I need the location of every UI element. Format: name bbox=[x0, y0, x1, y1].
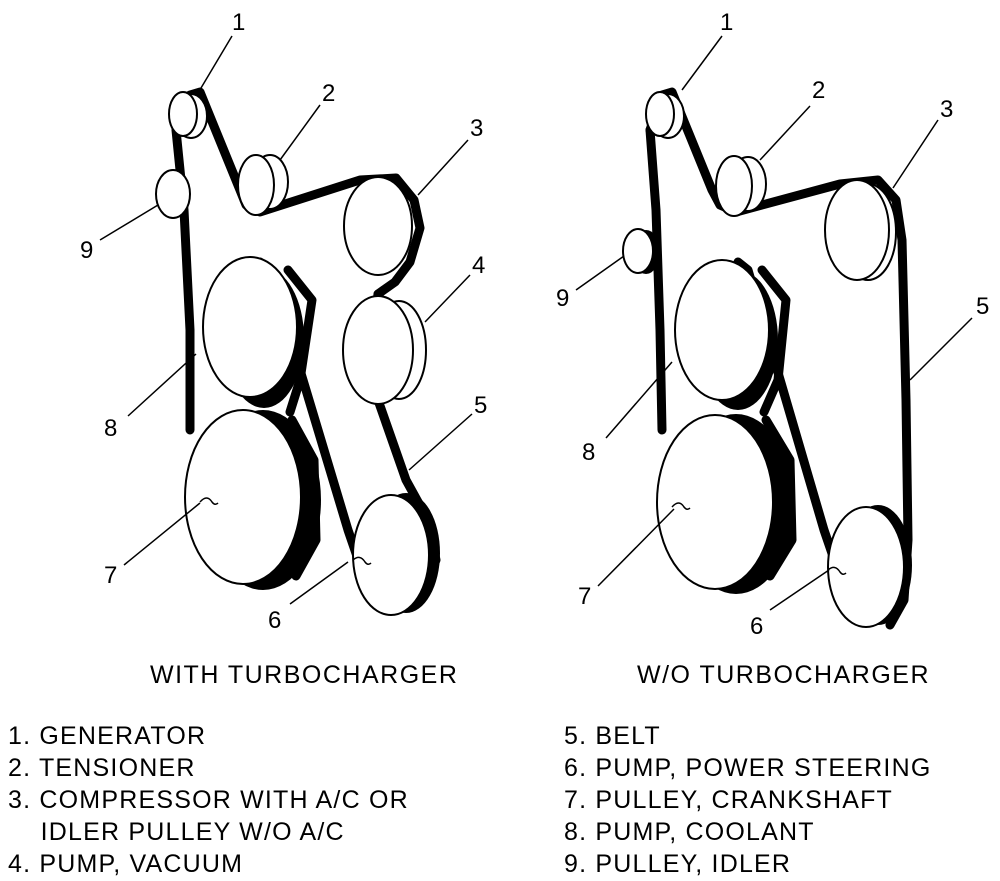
pulley-6-power-steering bbox=[352, 493, 440, 616]
legend-item: 8. PUMP, COOLANT bbox=[564, 818, 815, 846]
callout-7: 7 bbox=[578, 583, 591, 610]
legend-item: 9. PULLEY, IDLER bbox=[564, 850, 792, 878]
pulley-9-idler bbox=[155, 169, 191, 219]
callout-6: 6 bbox=[268, 607, 281, 634]
pulley-3-compressor bbox=[343, 176, 413, 276]
caption-with-turbocharger: WITH TURBOCHARGER bbox=[150, 661, 459, 689]
pulley-1-generator bbox=[168, 91, 208, 139]
legend-left-column: 1. GENERATOR 2. TENSIONER 3. COMPRESSOR … bbox=[8, 720, 409, 880]
legend-item: 2. TENSIONER bbox=[8, 754, 196, 782]
pulley-6-power-steering bbox=[827, 505, 912, 628]
legend-item: 6. PUMP, POWER STEERING bbox=[564, 754, 932, 782]
callout-5: 5 bbox=[474, 392, 487, 419]
callout-numbers: 1 2 3 4 5 6 7 8 9 bbox=[80, 9, 487, 634]
legend-item: 1. GENERATOR bbox=[8, 722, 207, 750]
diagram-with-turbocharger: 1 2 3 4 5 6 7 8 9 bbox=[80, 9, 487, 634]
caption-without-turbocharger: W/O TURBOCHARGER bbox=[637, 661, 930, 689]
pulley-9-idler bbox=[622, 228, 660, 274]
legend-item: 3. COMPRESSOR WITH A/C OR bbox=[8, 786, 409, 814]
legend-item: 5. BELT bbox=[564, 722, 661, 750]
callout-2: 2 bbox=[322, 80, 335, 107]
callout-9: 9 bbox=[80, 237, 93, 264]
callout-1: 1 bbox=[232, 9, 245, 36]
pulley-8-coolant-pump bbox=[202, 256, 304, 408]
legend-item: IDLER PULLEY W/O A/C bbox=[8, 818, 345, 846]
callout-3: 3 bbox=[470, 115, 483, 142]
pulley-4-vacuum-pump bbox=[342, 295, 427, 405]
callout-8: 8 bbox=[104, 415, 117, 442]
callout-8: 8 bbox=[582, 439, 595, 466]
legend-item: 4. PUMP, VACUUM bbox=[8, 850, 244, 878]
callout-5: 5 bbox=[976, 293, 989, 320]
callout-leaders bbox=[99, 35, 473, 605]
legend-right-column: 5. BELT 6. PUMP, POWER STEERING 7. PULLE… bbox=[564, 720, 931, 880]
callout-1: 1 bbox=[720, 9, 733, 36]
pulley-7-crankshaft bbox=[656, 414, 794, 594]
pulley-2-tensioner bbox=[237, 154, 289, 216]
legend-item: 7. PULLEY, CRANKSHAFT bbox=[564, 786, 894, 814]
pulley-8-coolant-pump bbox=[674, 259, 778, 410]
callout-6: 6 bbox=[750, 613, 763, 640]
callout-numbers: 1 2 3 5 6 7 8 9 bbox=[556, 9, 989, 640]
callout-2: 2 bbox=[812, 77, 825, 104]
pulley-7-crankshaft bbox=[184, 409, 321, 590]
callout-leaders bbox=[575, 35, 973, 611]
pulley-3-idler bbox=[824, 179, 897, 281]
pulley-1-generator bbox=[645, 91, 685, 139]
pulley-2-tensioner bbox=[715, 155, 767, 217]
diagram-without-turbocharger: 1 2 3 5 6 7 8 9 bbox=[556, 9, 989, 640]
callout-3: 3 bbox=[940, 96, 953, 123]
callout-7: 7 bbox=[104, 562, 117, 589]
callout-9: 9 bbox=[556, 285, 569, 312]
callout-4: 4 bbox=[472, 252, 485, 279]
